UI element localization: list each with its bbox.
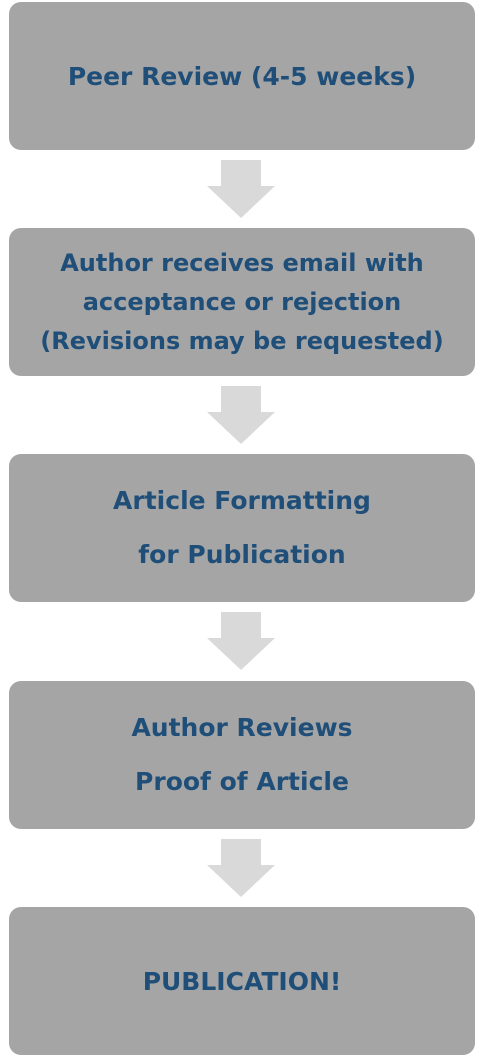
step-article-formatting: Article Formatting for Publication	[9, 454, 475, 602]
step-publication-label: PUBLICATION!	[142, 966, 342, 996]
step-peer-review: Peer Review (4-5 weeks)	[9, 2, 475, 150]
down-arrow-icon	[207, 386, 275, 444]
step-author-reviews-proof: Author Reviews Proof of Article	[9, 681, 475, 829]
step-article-formatting-line-1: Article Formatting	[113, 486, 371, 515]
step-peer-review-label: Peer Review (4-5 weeks)	[67, 61, 417, 91]
down-arrow-icon	[207, 839, 275, 897]
step-article-formatting-line-2: for Publication	[138, 540, 346, 569]
step-author-decision: Author receives email with acceptance or…	[9, 228, 475, 376]
step-author-decision-line-1: Author receives email with	[60, 248, 424, 277]
down-arrow-icon	[207, 160, 275, 218]
step-author-decision-line-3: (Revisions may be requested)	[40, 326, 444, 355]
step-publication: PUBLICATION!	[9, 907, 475, 1055]
step-author-reviews-proof-line-2: Proof of Article	[135, 767, 349, 796]
step-author-reviews-proof-line-1: Author Reviews	[131, 713, 353, 742]
down-arrow-icon	[207, 612, 275, 670]
step-author-decision-line-2: acceptance or rejection	[82, 287, 402, 316]
